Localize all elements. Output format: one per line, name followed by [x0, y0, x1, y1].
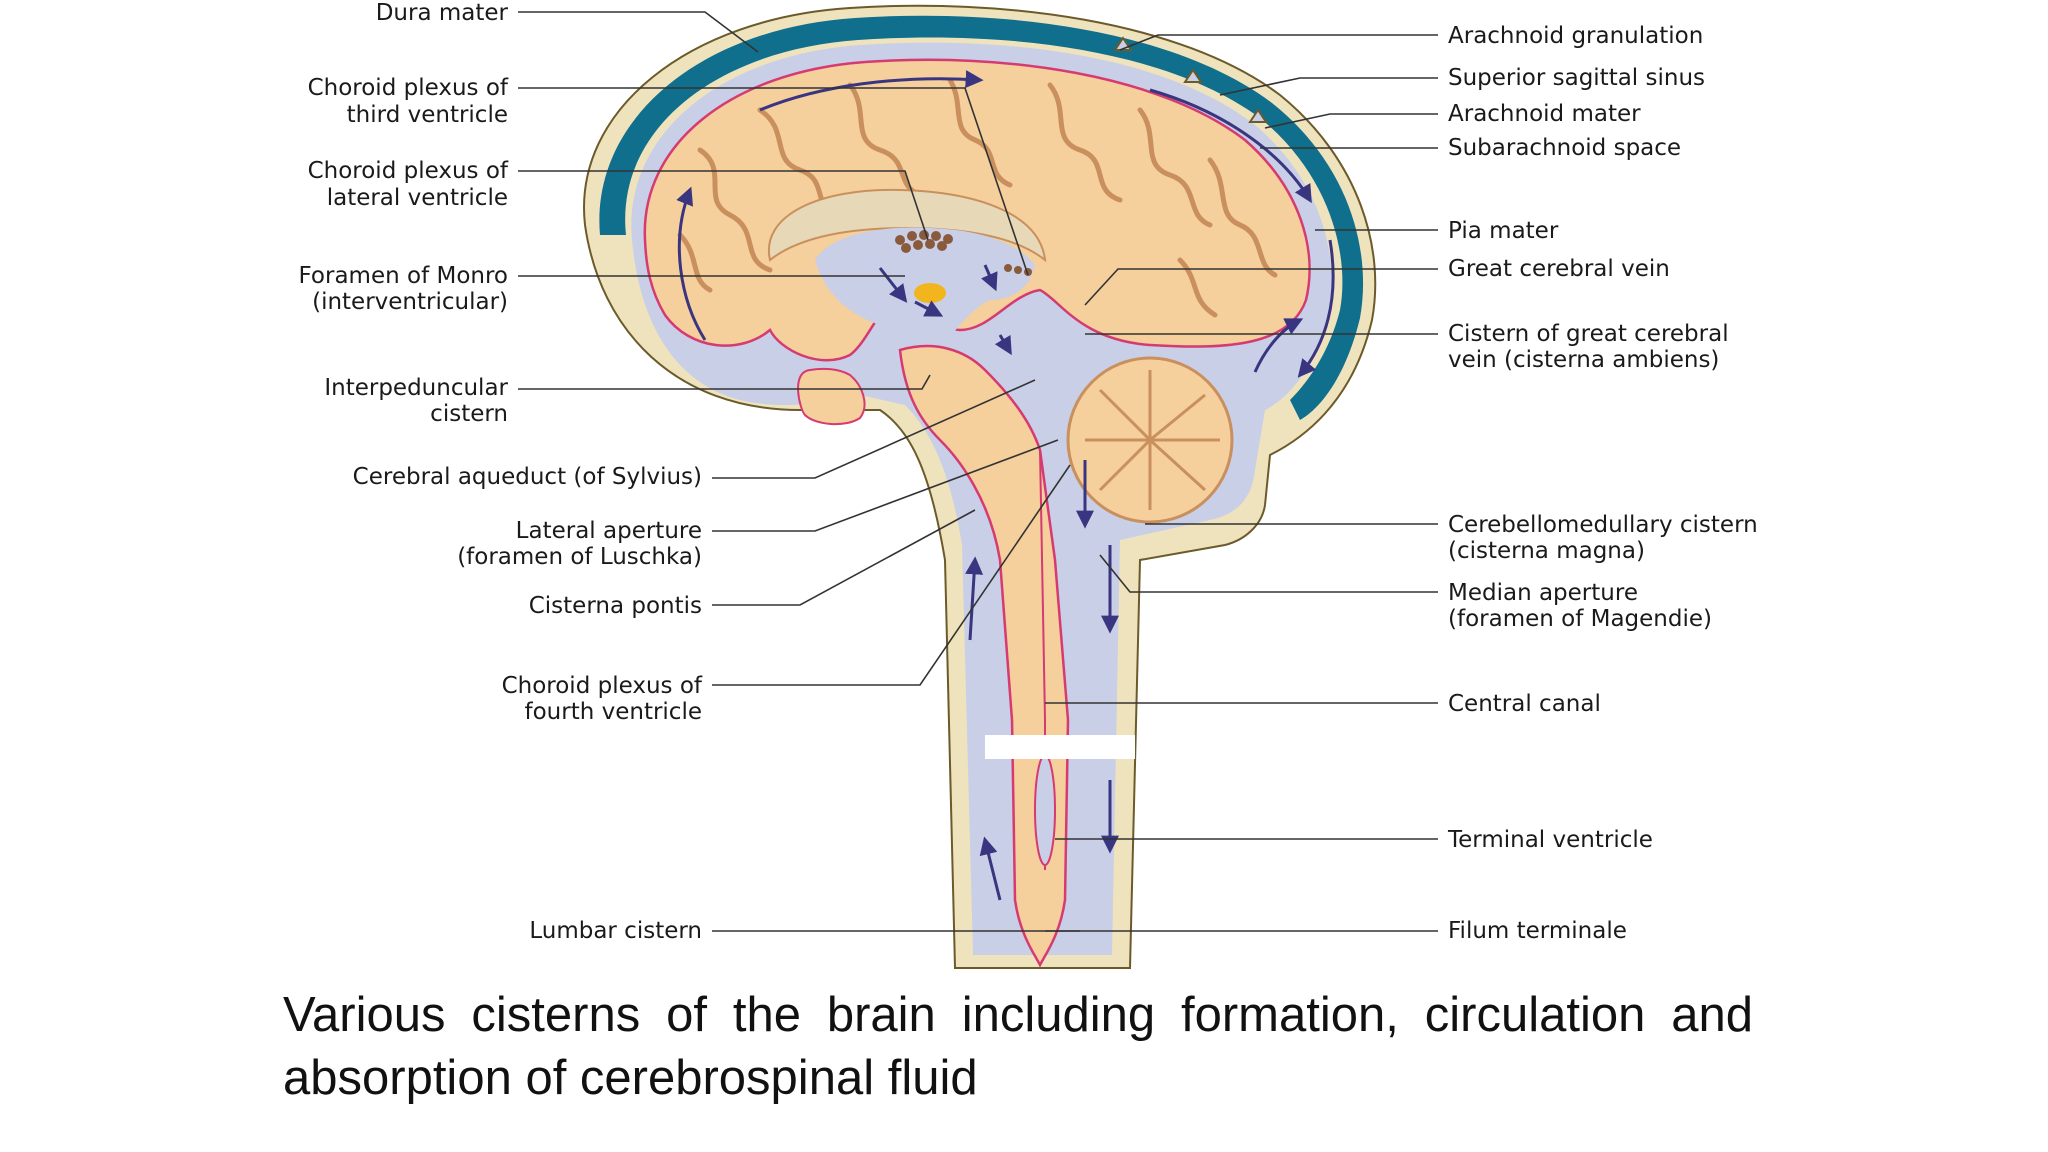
cord-break: [985, 735, 1135, 759]
cerebral-sulci: [677, 77, 1278, 318]
label-arachnoid-mater: Arachnoid mater: [1448, 101, 1641, 127]
label-foramen-of-monro: Foramen of Monro: [299, 263, 508, 289]
label-cistern-of-great-cerebral-vein-line2: vein (cisterna ambiens): [1448, 347, 1719, 373]
terminal-ventricle: [1034, 754, 1056, 866]
label-lumbar-cistern: Lumbar cistern: [529, 918, 702, 944]
cerebellar-folia: [1085, 370, 1220, 510]
label-filum-terminale: Filum terminale: [1448, 918, 1627, 944]
label-great-cerebral-vein: Great cerebral vein: [1448, 256, 1670, 282]
leader-lines: [518, 11, 1438, 932]
label-cerebellomedullary-cistern: Cerebellomedullary cistern: [1448, 512, 1758, 538]
csf-circulation-diagram: Dura mater Choroid plexus of third ventr…: [299, 0, 1758, 969]
label-choroid-plexus-lateral-ventricle: Choroid plexus of: [308, 158, 509, 184]
label-pia-mater: Pia mater: [1448, 218, 1559, 244]
label-lateral-aperture: Lateral aperture: [516, 518, 702, 544]
brainstem-spinal-cord: [898, 344, 1070, 968]
csf-flow-arrows: [676, 70, 1335, 901]
foramen-of-monro: [914, 283, 946, 303]
label-dura-mater: Dura mater: [376, 0, 509, 26]
pituitary: [797, 367, 866, 426]
label-cerebral-aqueduct: Cerebral aqueduct (of Sylvius): [353, 464, 702, 490]
anatomy: [583, 4, 1377, 969]
label-cerebellomedullary-cistern-line2: (cisterna magna): [1448, 538, 1645, 564]
label-terminal-ventricle: Terminal ventricle: [1447, 827, 1653, 853]
label-choroid-plexus-lateral-ventricle-line2: lateral ventricle: [327, 185, 508, 211]
label-cistern-of-great-cerebral-vein: Cistern of great cerebral: [1448, 321, 1729, 347]
label-median-aperture: Median aperture: [1448, 580, 1638, 606]
arachnoid-granulations: [1113, 36, 1268, 123]
label-lateral-aperture-line2: (foramen of Luschka): [457, 544, 702, 570]
label-foramen-of-monro-line2: (interventricular): [312, 289, 508, 315]
label-choroid-plexus-third-ventricle-line2: third ventricle: [347, 102, 508, 128]
label-cisterna-pontis: Cisterna pontis: [529, 593, 702, 619]
figure-caption: Various cisterns of the brain including …: [283, 988, 1753, 1105]
label-central-canal: Central canal: [1448, 691, 1601, 717]
corpus-callosum: [767, 188, 1047, 263]
label-subarachnoid-space: Subarachnoid space: [1448, 135, 1681, 161]
label-choroid-plexus-fourth-ventricle-line2: fourth ventricle: [525, 699, 703, 725]
label-interpeduncular-cistern: Interpeduncular: [324, 375, 508, 401]
label-interpeduncular-cistern-line2: cistern: [430, 401, 508, 427]
label-choroid-plexus-third-ventricle: Choroid plexus of: [308, 75, 509, 101]
label-arachnoid-granulation: Arachnoid granulation: [1448, 23, 1703, 49]
label-superior-sagittal-sinus: Superior sagittal sinus: [1448, 65, 1705, 91]
label-median-aperture-line2: (foramen of Magendie): [1448, 606, 1712, 632]
label-choroid-plexus-fourth-ventricle: Choroid plexus of: [502, 673, 703, 699]
